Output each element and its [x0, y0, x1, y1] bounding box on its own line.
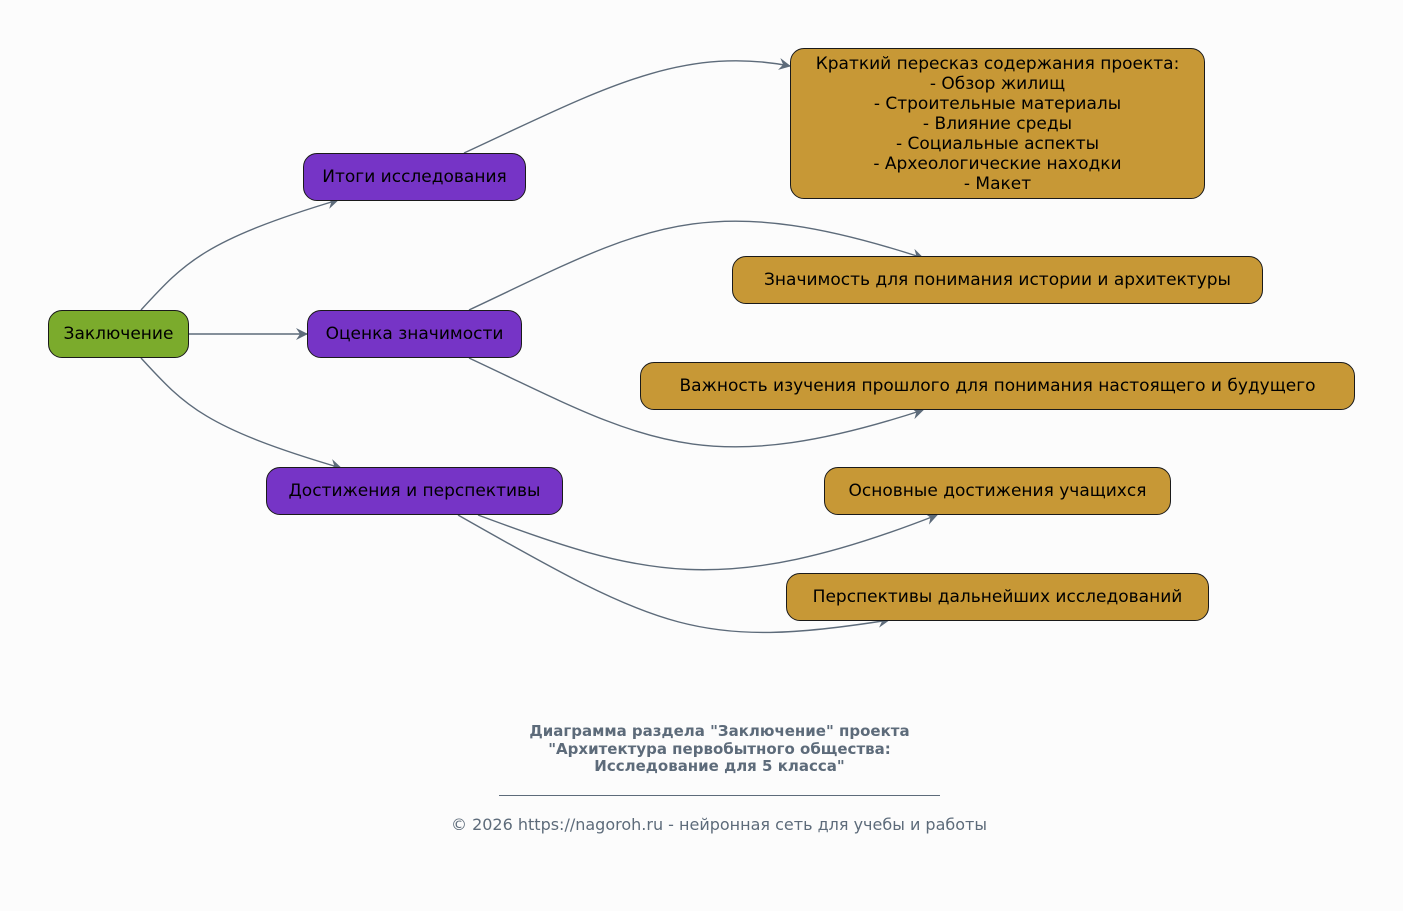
edge-significance-history	[468, 220, 924, 311]
edge-achievements-student	[477, 513, 938, 571]
node-student-achievements[interactable]: Основные достижения учащихся	[824, 467, 1171, 515]
edge-significance-past	[468, 357, 924, 448]
node-future-research[interactable]: Перспективы дальнейших исследований	[786, 573, 1209, 621]
node-importance-past[interactable]: Важность изучения прошлого для понимания…	[640, 362, 1355, 410]
caption-divider	[499, 795, 940, 796]
node-achievements[interactable]: Достижения и перспективы	[266, 467, 563, 515]
footer-copyright: © 2026 https://nagoroh.ru - нейронная се…	[450, 815, 987, 834]
diagram-caption-title: Диаграмма раздела "Заключение" проекта "…	[529, 722, 910, 775]
node-summary[interactable]: Краткий пересказ содержания проекта: - О…	[790, 48, 1205, 199]
edge-conclusion-achievements	[140, 357, 342, 471]
node-conclusion[interactable]: Заключение	[48, 310, 189, 358]
edge-conclusion-results	[140, 197, 339, 311]
edge-achievements-future	[457, 514, 890, 634]
edge-results-summary	[463, 58, 791, 154]
node-importance-history[interactable]: Значимость для понимания истории и архит…	[732, 256, 1263, 304]
node-results[interactable]: Итоги исследования	[303, 153, 526, 201]
node-significance[interactable]: Оценка значимости	[307, 310, 522, 358]
